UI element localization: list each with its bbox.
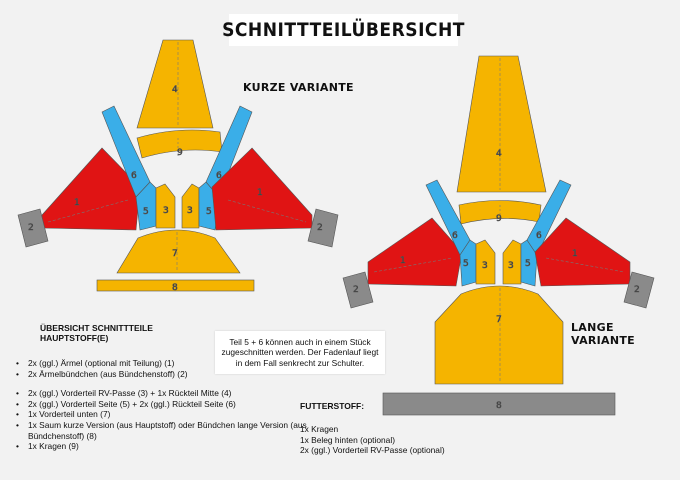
overview-item: 1x Vorderteil unten (7) <box>14 409 314 420</box>
long-variant-group: 4 9 1 6 5 3 3 5 6 <box>342 55 655 416</box>
long-label-6-right: 6 <box>536 231 542 241</box>
long-piece-7 <box>434 285 564 385</box>
overview-title-line-1: ÜBERSICHT SCHNITTTEILE <box>40 323 153 333</box>
short-label-1-right: 1 <box>257 188 263 198</box>
short-piece-3-left <box>155 183 176 229</box>
short-variant-group: 4 9 1 6 5 3 3 5 6 <box>17 39 339 293</box>
lining-item: 1x Kragen <box>300 424 339 434</box>
lining-list: 1x Kragen 1x Beleg hinten (optional) 2x … <box>300 424 520 456</box>
short-label-5-left: 5 <box>143 207 149 217</box>
long-label-6-left: 6 <box>452 231 458 241</box>
overview-item: 1x Saum kurze Version (aus Hauptstoff) o… <box>14 420 314 441</box>
note-box: Teil 5 + 6 können auch in einem Stück zu… <box>215 331 385 374</box>
long-label-2-right: 2 <box>634 285 640 295</box>
short-piece-1-right <box>211 147 313 231</box>
overview-item: 2x (ggl.) Vorderteil RV-Passe (3) + 1x R… <box>14 388 314 399</box>
short-label-6-right: 6 <box>216 171 222 181</box>
note-text: Teil 5 + 6 können auch in einem Stück zu… <box>221 336 379 368</box>
short-label-3-left: 3 <box>163 206 169 216</box>
long-label-1-left: 1 <box>400 256 406 266</box>
long-piece-3-left <box>475 239 496 285</box>
long-label-3-right: 3 <box>508 261 514 271</box>
short-piece-7 <box>116 229 241 274</box>
long-label-8: 8 <box>496 401 502 411</box>
long-label-5-right: 5 <box>525 259 531 269</box>
short-label-6-left: 6 <box>131 171 137 181</box>
long-label-1-right: 1 <box>572 249 578 259</box>
lining-item: 1x Beleg hinten (optional) <box>300 434 395 445</box>
short-label-2-right: 2 <box>317 223 323 233</box>
long-label-9: 9 <box>496 214 502 224</box>
short-label-5-right: 5 <box>206 207 212 217</box>
short-variant-label: KURZE VARIANTE <box>243 81 354 94</box>
short-piece-8 <box>96 279 255 292</box>
overview-title-line-2: HAUPTSTOFF(E) <box>40 333 109 343</box>
short-label-4: 4 <box>172 85 178 95</box>
overview-item: 2x Ärmelbündchen (aus Bündchenstoff) (2) <box>14 369 314 380</box>
lining-item: 2x (ggl.) Vorderteil RV-Passe (optional) <box>300 445 445 456</box>
short-label-3-right: 3 <box>187 206 193 216</box>
short-piece-2-left <box>17 208 49 248</box>
overview-title: ÜBERSICHT SCHNITTTEILE HAUPTSTOFF(E) <box>40 323 200 343</box>
long-variant-label: LANGE VARIANTE <box>571 321 635 347</box>
short-label-2-left: 2 <box>28 223 34 233</box>
overview-list: 2x (ggl.) Ärmel (optional mit Teilung) (… <box>14 358 314 452</box>
overview-item: 1x Kragen (9) <box>14 441 314 452</box>
overview-item: 2x (ggl.) Ärmel (optional mit Teilung) (… <box>14 358 314 369</box>
short-label-7: 7 <box>172 249 178 259</box>
long-label-7: 7 <box>496 315 502 325</box>
long-label-4: 4 <box>496 149 502 159</box>
short-label-8: 8 <box>172 283 178 293</box>
long-piece-2-right <box>623 271 655 309</box>
long-piece-8 <box>382 392 616 416</box>
long-label-3-left: 3 <box>482 261 488 271</box>
short-label-1-left: 1 <box>74 198 80 208</box>
long-piece-9 <box>458 200 542 225</box>
short-piece-4 <box>136 39 214 129</box>
long-label-2-left: 2 <box>353 285 359 295</box>
long-label-5-left: 5 <box>463 259 469 269</box>
long-piece-6-right <box>526 179 572 256</box>
short-piece-2-right <box>307 208 339 248</box>
overview-item: 2x (ggl.) Vorderteil Seite (5) + 2x (ggl… <box>14 399 314 410</box>
long-piece-4 <box>456 55 547 193</box>
short-label-9: 9 <box>177 148 183 158</box>
lining-title: FUTTERSTOFF: <box>300 401 365 411</box>
page-title: SCHNITTTEILÜBERSICHT <box>222 14 464 46</box>
long-piece-5-right <box>520 239 538 287</box>
long-piece-2-left <box>342 271 374 309</box>
